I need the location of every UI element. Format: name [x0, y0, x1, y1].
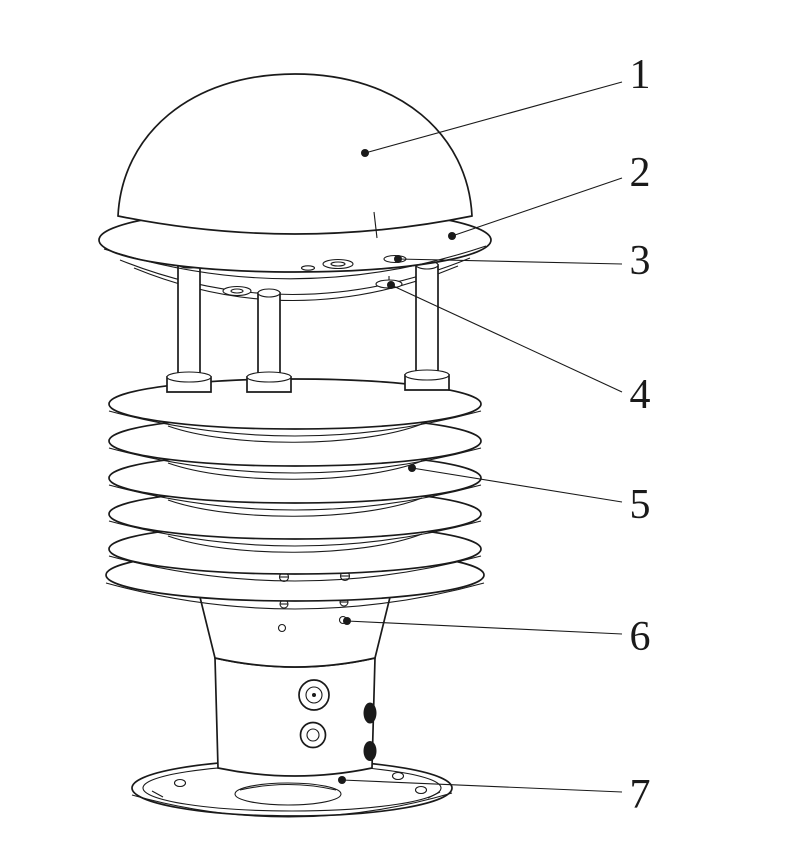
flange-hole-lip — [239, 783, 337, 791]
flange-notch-left — [151, 790, 164, 798]
post-middle-foot-top — [246, 371, 292, 383]
dome-seam — [373, 211, 378, 239]
callout-1-leader — [364, 81, 623, 154]
callout-7-dot — [338, 776, 346, 784]
sensor-a — [322, 258, 354, 270]
callout-2-dot — [448, 232, 456, 240]
sensor-d — [222, 285, 252, 297]
callout-5: 5 — [408, 464, 651, 528]
base-flange-details — [151, 771, 441, 806]
flange-notch-right — [427, 791, 441, 799]
callout-3-label: 3 — [630, 238, 651, 284]
callout-6-label: 6 — [630, 614, 651, 660]
sensor-body — [214, 656, 376, 777]
louver-gap-curve-1 — [167, 423, 423, 443]
side-port-lower — [363, 741, 377, 761]
body-shell — [214, 656, 376, 777]
flange-center-hole — [234, 782, 342, 806]
callout-1: 1 — [361, 52, 651, 157]
callout-1-label: 1 — [630, 52, 651, 98]
post-middle — [257, 292, 281, 378]
support-posts — [166, 259, 450, 393]
louver-gap-curve-3 — [167, 497, 423, 517]
callout-2: 2 — [448, 150, 651, 240]
post-right-foot-top — [404, 369, 450, 381]
callout-1-dot — [361, 149, 369, 157]
callout-3: 3 — [394, 238, 651, 284]
callout-7-label: 7 — [630, 772, 651, 818]
callout-7-leader — [341, 779, 623, 793]
louver-5-rim — [108, 555, 482, 582]
side-port-upper — [363, 702, 377, 724]
dome-cover — [117, 73, 473, 239]
sensor-e — [300, 265, 316, 271]
callout-6: 6 — [343, 614, 651, 660]
flange-hole-left — [173, 778, 187, 788]
louver-3-rim — [108, 484, 482, 511]
callout-5-dot — [408, 464, 416, 472]
flange-rim-thickness — [131, 792, 453, 818]
callout-7: 7 — [338, 772, 651, 818]
callout-5-label: 5 — [630, 482, 651, 528]
louver-1-rim — [108, 410, 482, 437]
sensor-d-inner — [230, 288, 244, 294]
flange-hole-right — [391, 771, 405, 781]
callout-2-label: 2 — [630, 150, 651, 196]
callout-3-leader — [397, 258, 623, 265]
dome-shell — [117, 73, 473, 235]
cap-lower-lip — [103, 245, 487, 280]
callout-5-leader — [411, 467, 623, 503]
callout-4-leader — [390, 284, 623, 393]
sensor-a-inner — [330, 261, 346, 267]
post-left — [177, 263, 201, 378]
louver-gap-curve-4 — [167, 533, 423, 553]
louver-2-rim — [108, 447, 482, 474]
connector-ports — [298, 679, 377, 761]
louver-4-rim — [108, 520, 482, 547]
post-left-foot-top — [166, 371, 212, 383]
post-right — [415, 264, 439, 376]
callout-4-label: 4 — [630, 372, 651, 418]
cable-gland-lower — [299, 721, 327, 749]
cable-gland-lower-inner — [306, 728, 320, 742]
cable-gland-upper-center — [312, 693, 316, 697]
cable-gland-upper-inner — [305, 686, 323, 704]
callout-4-dot — [387, 281, 395, 289]
bottom-plate-rim — [105, 582, 485, 610]
callout-6-dot — [343, 617, 351, 625]
flange-hole-far-right — [414, 785, 428, 795]
collar-screw-3 — [277, 623, 287, 633]
callout-3-dot — [394, 255, 402, 263]
callouts: 1 2 3 4 5 6 7 — [338, 52, 651, 818]
callout-6-leader — [346, 620, 623, 635]
callout-2-leader — [451, 177, 623, 237]
louver-gap-curve-2 — [167, 460, 423, 480]
post-middle-top — [257, 288, 281, 298]
callout-4: 4 — [387, 281, 651, 418]
radiation-shield-louvers — [108, 378, 482, 582]
top-plate-thickness — [133, 265, 459, 302]
